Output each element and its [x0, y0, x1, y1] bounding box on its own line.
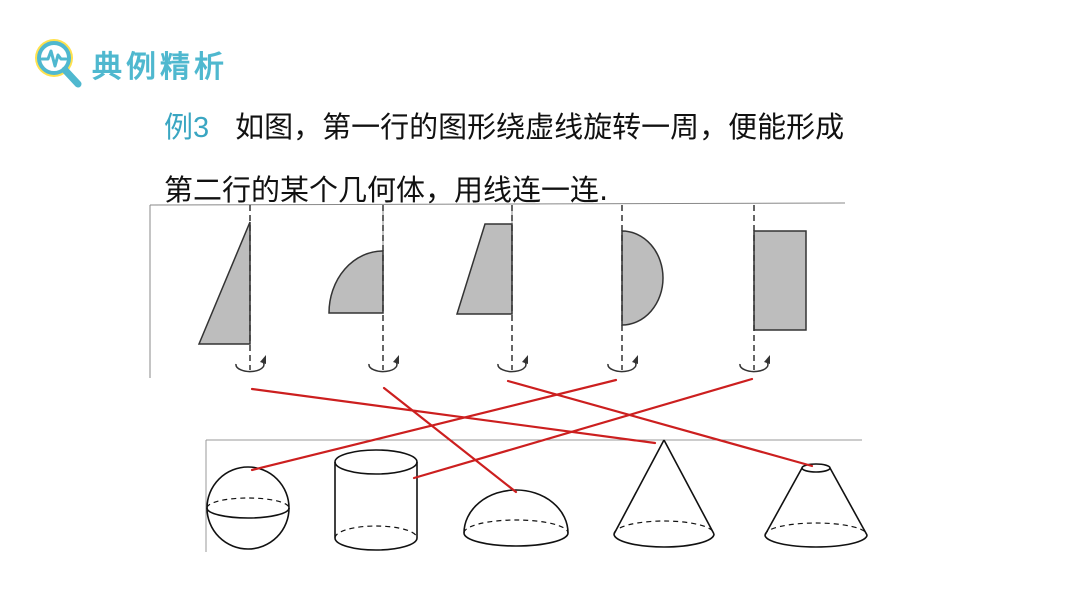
match-line-trapezoid-frustum — [506, 379, 814, 468]
match-line-rectangle-cylinder — [412, 377, 754, 480]
problem-line-2: 第二行的某个几何体，用线连一连. — [164, 173, 609, 207]
right-triangle-shape — [197, 205, 266, 373]
match-line-semicircle-sphere — [250, 378, 618, 472]
cone-solid — [613, 439, 715, 548]
match-lines — [250, 377, 814, 494]
sphere-solid — [206, 466, 290, 550]
cylinder-solid — [334, 449, 418, 551]
solids-panel — [205, 439, 862, 552]
section-title: 典例精析 — [92, 50, 228, 85]
rectangle-shape — [739, 205, 807, 373]
hemisphere-solid — [463, 489, 569, 547]
example-label: 例3 — [164, 112, 210, 144]
problem-line-1: 例3 如图，第一行的图形绕虚线旋转一周，便能形成 — [164, 96, 964, 159]
right-trapezoid-shape — [455, 205, 528, 373]
semicircle-shape — [607, 205, 664, 373]
quarter-circle-shape — [328, 205, 399, 373]
match-line-quarter-hemisphere — [382, 386, 518, 494]
frustum-solid — [764, 463, 868, 548]
magnifier-pulse-icon — [35, 39, 82, 88]
problem-text: 例3 如图，第一行的图形绕虚线旋转一周，便能形成 第二行的某个几何体，用线连一连. — [164, 96, 964, 221]
match-line-triangle-cone — [250, 387, 657, 445]
section-header: 典例精析 — [30, 36, 228, 92]
problem-line-1-text: 如图，第一行的图形绕虚线旋转一周，便能形成 — [235, 110, 845, 144]
